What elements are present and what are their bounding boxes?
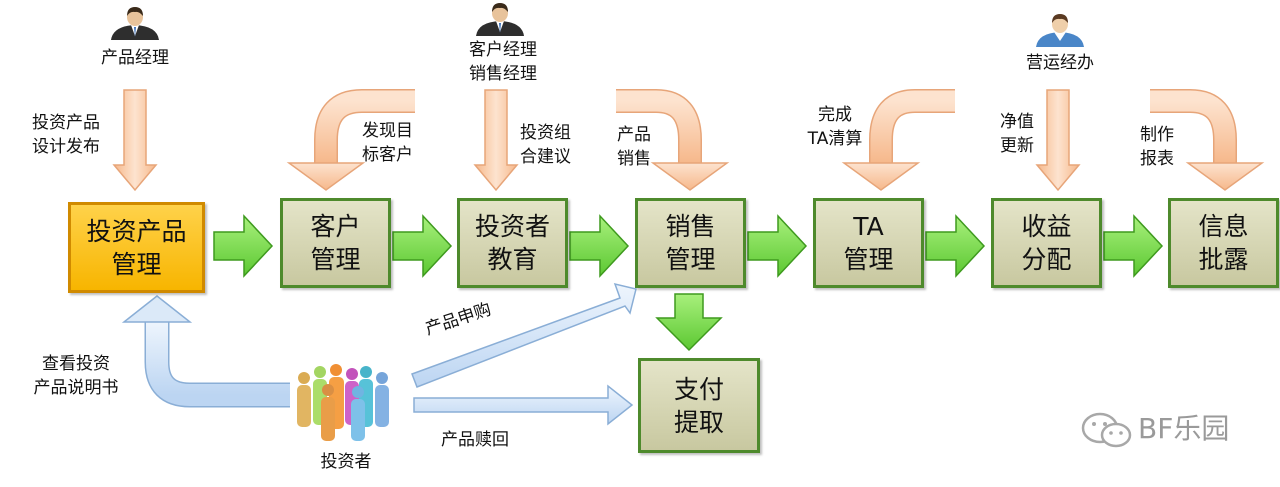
box-ta-mgmt-label: TA 管理 xyxy=(843,212,894,274)
box-sales-mgmt: 销售 管理 xyxy=(635,198,746,288)
customer-manager-avatar-icon xyxy=(476,3,524,36)
box-investor-education: 投资者 教育 xyxy=(457,198,568,288)
box-income-distribution-label: 收益 分配 xyxy=(1021,212,1072,274)
box-income-distribution: 收益 分配 xyxy=(991,198,1102,288)
label-portfolio-advice: 投资组 合建议 xyxy=(520,123,571,167)
role-operations: 营运经办 xyxy=(1026,53,1094,73)
box-investment-product-mgmt: 投资产品 管理 xyxy=(68,202,205,293)
label-investor: 投资者 xyxy=(320,452,372,472)
role-product-manager: 产品经理 xyxy=(101,48,169,68)
box-info-disclosure: 信息 批露 xyxy=(1168,198,1279,288)
flow-arrow-2 xyxy=(392,214,453,278)
label-product-design: 投资产品 设计发布 xyxy=(32,113,100,157)
product-manager-avatar-icon xyxy=(111,7,159,40)
box-customer-mgmt: 客户 管理 xyxy=(280,198,391,288)
label-report: 制作 报表 xyxy=(1140,125,1174,169)
ta-clearing-arrow xyxy=(841,89,955,191)
box-payment-withdrawal-label: 支付 提取 xyxy=(673,374,724,437)
flow-arrow-3 xyxy=(569,214,630,278)
operations-clerk-avatar-icon xyxy=(1036,14,1084,47)
flow-arrow-5 xyxy=(925,214,986,278)
wechat-logo-icon xyxy=(1081,412,1132,448)
flow-arrow-down xyxy=(655,293,723,352)
view-prospectus-arrow xyxy=(121,295,290,408)
label-redeem: 产品赎回 xyxy=(441,430,509,450)
design-release-arrow xyxy=(112,89,158,192)
box-info-disclosure-label: 信息 批露 xyxy=(1198,212,1249,274)
investor-crowd-icon xyxy=(297,364,389,441)
nav-update-arrow xyxy=(1035,89,1081,192)
product-sales-arrow xyxy=(616,89,730,191)
label-product-sales: 产品 销售 xyxy=(617,125,651,169)
flow-arrow-4 xyxy=(747,214,808,278)
role-customer-sales-manager: 客户经理 销售经理 xyxy=(469,40,537,84)
redeem-arrow xyxy=(413,384,634,426)
find-customer-arrow xyxy=(286,89,415,191)
label-view-prospectus: 查看投资 产品说明书 xyxy=(33,354,119,398)
box-sales-mgmt-label: 销售 管理 xyxy=(665,212,716,274)
box-ta-mgmt: TA 管理 xyxy=(813,198,924,288)
watermark-text: BF乐园 xyxy=(1138,412,1230,445)
portfolio-advice-arrow xyxy=(473,89,519,192)
box-investor-education-label: 投资者 教育 xyxy=(474,212,550,274)
label-find-customer: 发现目 标客户 xyxy=(362,121,413,165)
box-payment-withdrawal: 支付 提取 xyxy=(638,358,760,453)
report-arrow xyxy=(1150,89,1265,191)
box-investment-product-mgmt-label: 投资产品 管理 xyxy=(86,216,187,279)
label-nav-update: 净值 更新 xyxy=(1000,112,1034,156)
subscribe-arrow xyxy=(411,282,637,388)
box-customer-mgmt-label: 客户 管理 xyxy=(310,212,361,274)
label-ta-clearing: 完成 TA清算 xyxy=(807,105,863,149)
flow-arrow-6 xyxy=(1103,214,1164,278)
flow-arrow-1 xyxy=(213,214,274,278)
